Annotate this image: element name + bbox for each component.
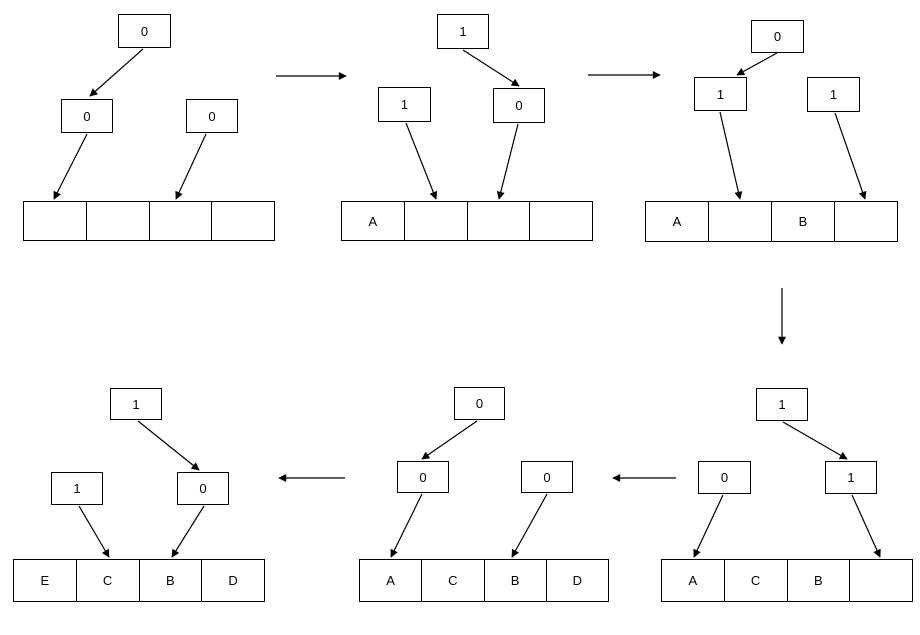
- step3-top-node: 0: [751, 20, 804, 53]
- step5-right-node: 0: [521, 461, 573, 493]
- array-cell: [211, 202, 274, 240]
- array-cell: D: [545, 560, 608, 601]
- step4-top-node: 1: [756, 388, 808, 421]
- step2-right-node: 0: [493, 88, 545, 123]
- step5-top-node: 0: [454, 387, 505, 420]
- array-cell: [148, 202, 212, 240]
- step2-edge-right-node-to-cell-3: [496, 123, 519, 200]
- array-cell: A: [672, 214, 682, 229]
- array-cell: B: [786, 560, 850, 601]
- array-cell: C: [75, 560, 139, 601]
- step1-edge-left-node-to-cell-1: [53, 133, 88, 200]
- array-cell: A: [688, 573, 698, 588]
- step5-edge-top-to-left-node: [421, 420, 478, 460]
- step4-edge-right-node-to-cell-4: [851, 494, 881, 558]
- step5-left-node: 0: [397, 461, 449, 493]
- step5-edge-left-node-to-cell-1: [390, 493, 423, 558]
- step6-edge-left-node-to-cell-2: [78, 505, 110, 558]
- step5-array: A C B D: [359, 559, 609, 602]
- array-cell: C: [723, 560, 787, 601]
- step2-left-node: 1: [378, 87, 431, 122]
- step3-left-node: 1: [694, 77, 747, 111]
- step3-edge-right-node-to-cell-4: [834, 112, 867, 200]
- step2-edge-left-node-to-cell-2: [405, 122, 438, 200]
- array-cell: [466, 202, 530, 240]
- array-cell: [85, 202, 149, 240]
- array-cell: E: [40, 573, 50, 588]
- step4-edge-top-to-right-node: [782, 421, 848, 460]
- array-cell: [834, 202, 897, 241]
- array-cell: B: [483, 560, 546, 601]
- array-cell: A: [386, 573, 395, 588]
- step2-array: A: [341, 201, 593, 241]
- step2-edge-top-to-right-node: [462, 49, 520, 87]
- step6-left-node: 1: [51, 472, 103, 505]
- step4-edge-left-node-to-cell-1: [693, 494, 724, 558]
- array-cell: [24, 202, 86, 240]
- step4-array: A C B: [661, 559, 913, 602]
- step4-right-node: 1: [825, 461, 877, 494]
- step4-left-node: 0: [698, 461, 751, 494]
- array-cell: A: [368, 213, 378, 229]
- step6-right-node: 0: [177, 472, 229, 505]
- array-cell: [708, 202, 771, 241]
- step6-edge-top-to-right-node: [137, 420, 200, 471]
- step1-edge-top-to-left-node: [89, 48, 144, 97]
- array-cell: B: [771, 202, 834, 241]
- step5-edge-right-node-to-cell-3: [511, 493, 548, 558]
- array-cell: [849, 560, 912, 601]
- array-cell: B: [138, 560, 202, 601]
- step1-edge-right-node-to-cell-3: [175, 133, 207, 200]
- step1-top-node: 0: [118, 14, 171, 48]
- step3-array: A B: [645, 201, 898, 242]
- step1-array: [23, 201, 275, 241]
- array-cell: C: [421, 560, 483, 601]
- step6-array: E C B D: [13, 559, 265, 602]
- step3-edge-top-to-left-node: [736, 52, 778, 76]
- step6-edge-right-node-to-cell-3: [171, 505, 205, 558]
- step1-right-node: 0: [186, 99, 238, 133]
- array-cell: D: [201, 560, 264, 601]
- step6-top-node: 1: [110, 388, 162, 420]
- step2-top-node: 1: [437, 14, 489, 49]
- array-cell: [403, 202, 467, 240]
- step3-edge-left-node-to-cell-2: [719, 111, 743, 200]
- array-cell: [529, 202, 592, 240]
- step1-left-node: 0: [61, 99, 113, 133]
- step3-right-node: 1: [807, 77, 860, 112]
